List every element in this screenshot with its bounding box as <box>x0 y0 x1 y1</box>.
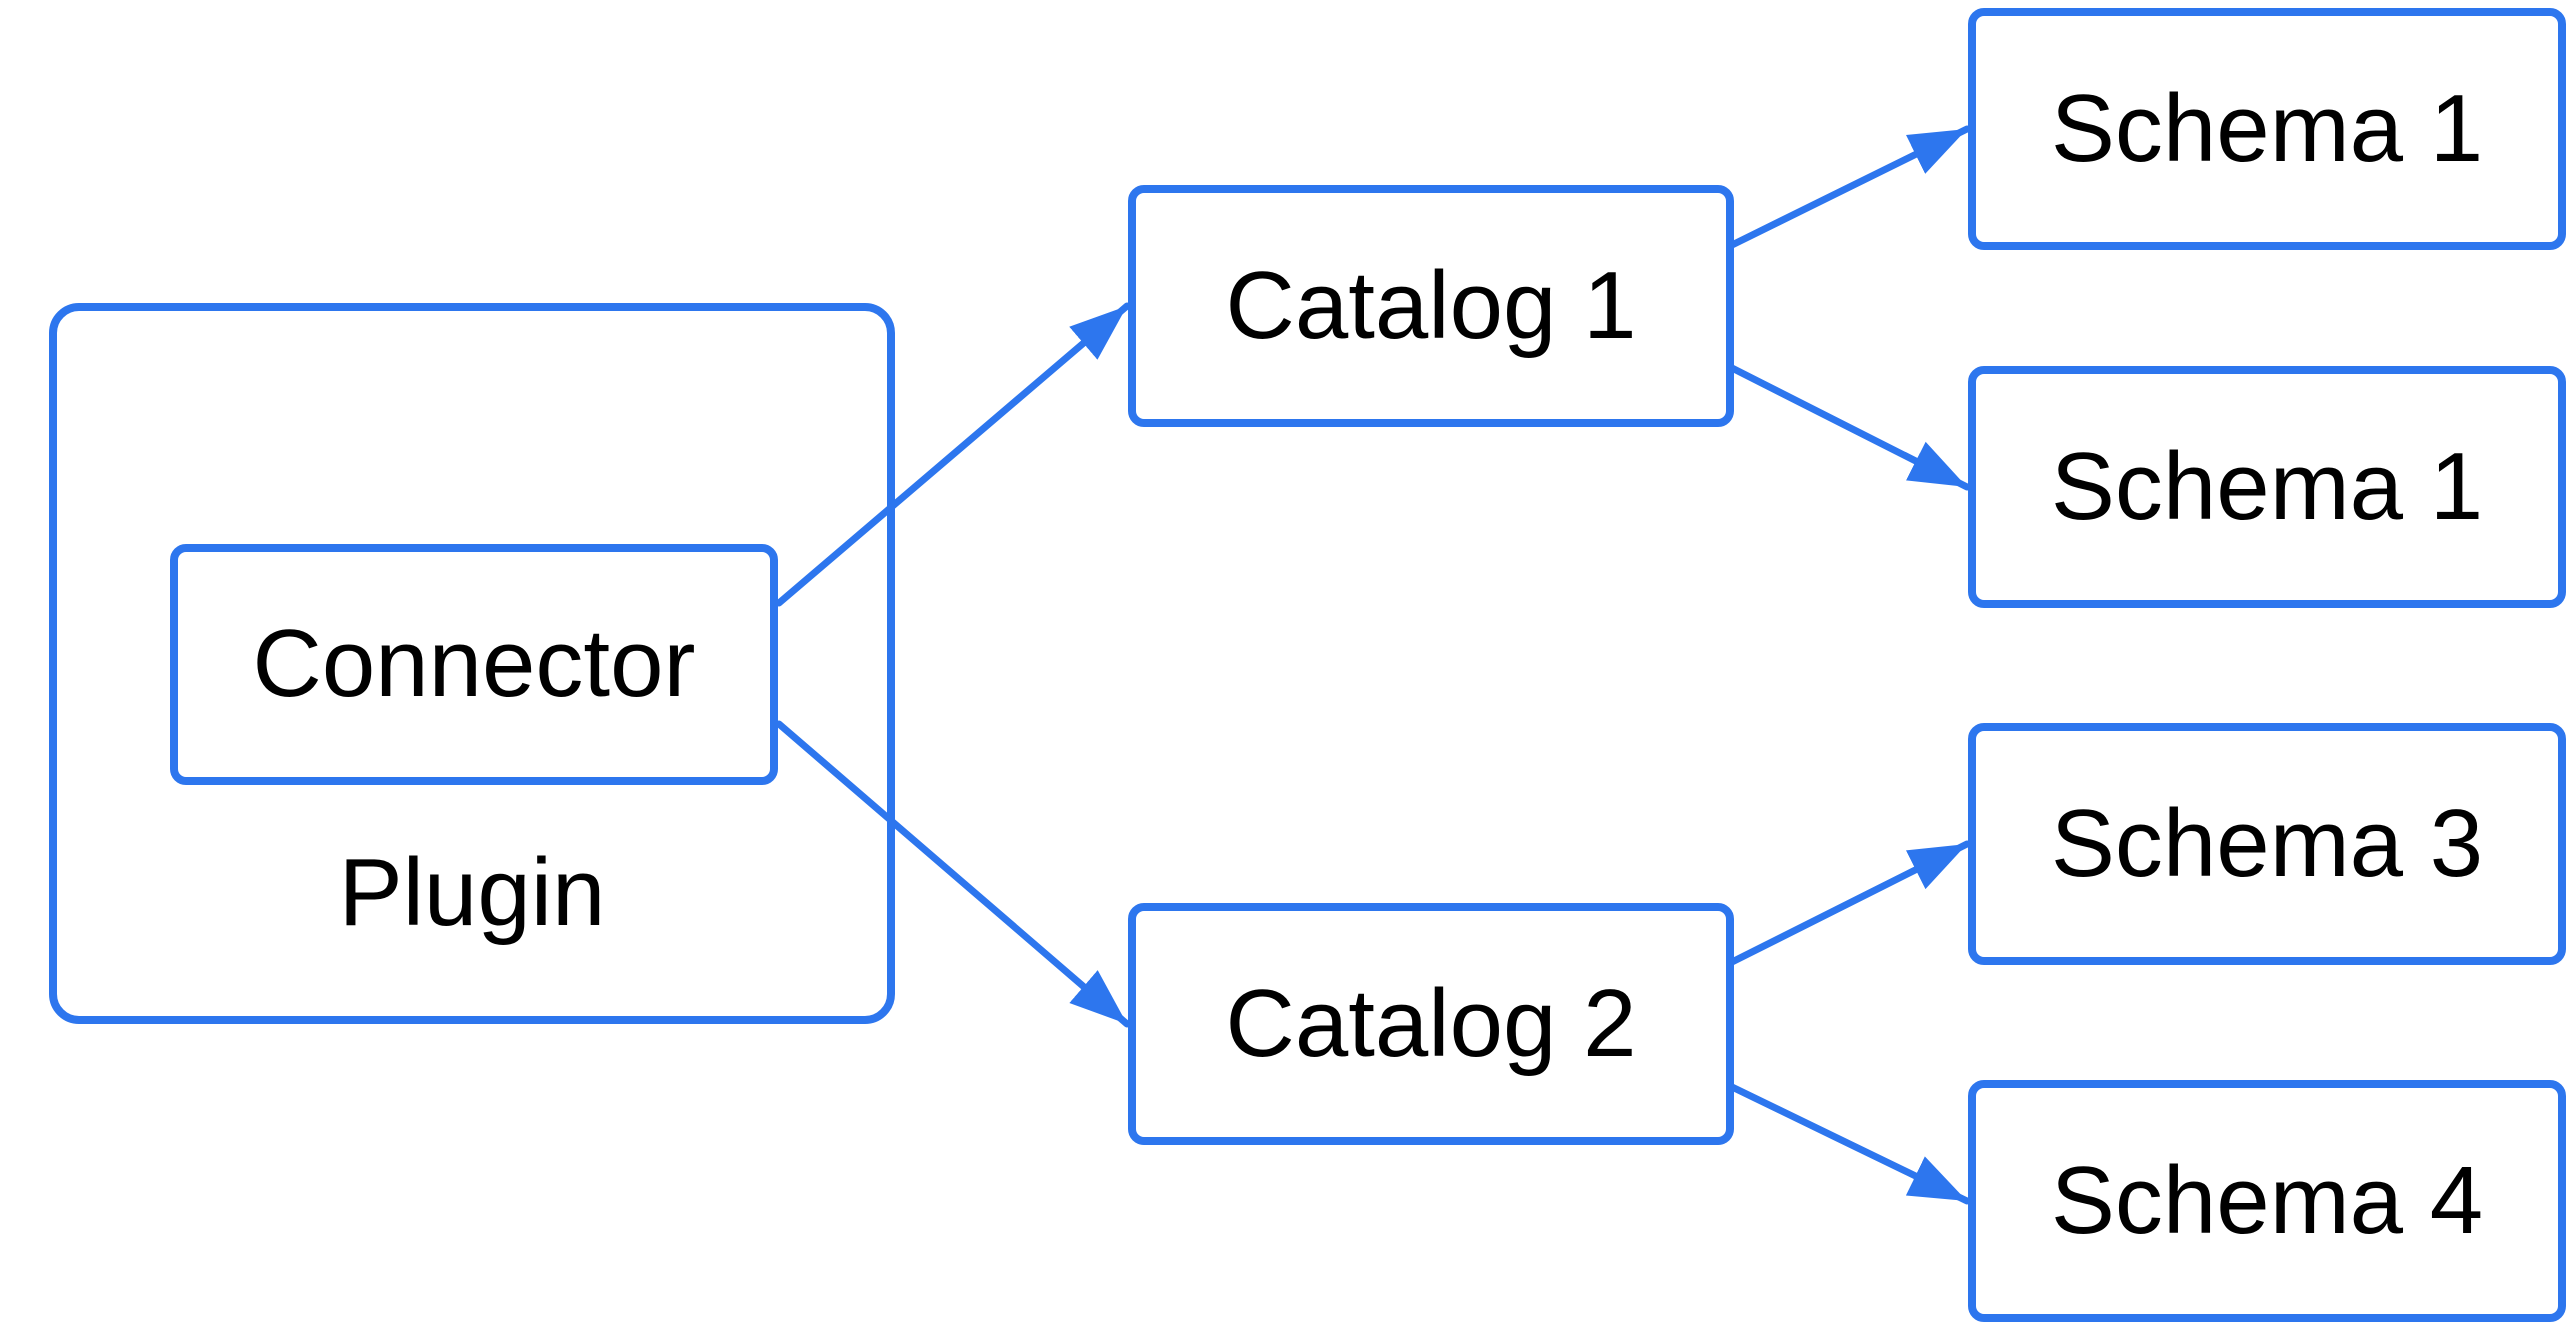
node-catalog-1: Catalog 1 <box>1128 185 1734 427</box>
edge-connector-catalog-1 <box>775 302 1131 607</box>
node-schema-4: Schema 4 <box>1968 1080 2566 1322</box>
node-schema-3-label: Schema 3 <box>2050 789 2484 897</box>
node-plugin-label: Plugin <box>338 838 606 946</box>
node-schema-1b-label: Schema 1 <box>2050 432 2484 540</box>
node-catalog-2-label: Catalog 2 <box>1225 969 1637 1077</box>
edge-catalog-1-schema-1b <box>1726 363 1971 491</box>
node-schema-1b: Schema 1 <box>1968 366 2566 608</box>
edge-catalog-1-schema-1a <box>1726 125 1971 250</box>
node-catalog-1-label: Catalog 1 <box>1225 251 1637 359</box>
node-connector-label: Connector <box>252 610 696 718</box>
node-catalog-2: Catalog 2 <box>1128 903 1734 1145</box>
node-schema-4-label: Schema 4 <box>2050 1146 2484 1254</box>
node-schema-3: Schema 3 <box>1968 723 2566 965</box>
edge-connector-catalog-2 <box>775 720 1131 1028</box>
node-schema-1a-label: Schema 1 <box>2050 74 2484 182</box>
edge-catalog-2-schema-4 <box>1726 1082 1971 1205</box>
node-connector: Connector <box>170 544 778 785</box>
edge-catalog-2-schema-3 <box>1726 840 1971 967</box>
node-schema-1a: Schema 1 <box>1968 8 2566 250</box>
